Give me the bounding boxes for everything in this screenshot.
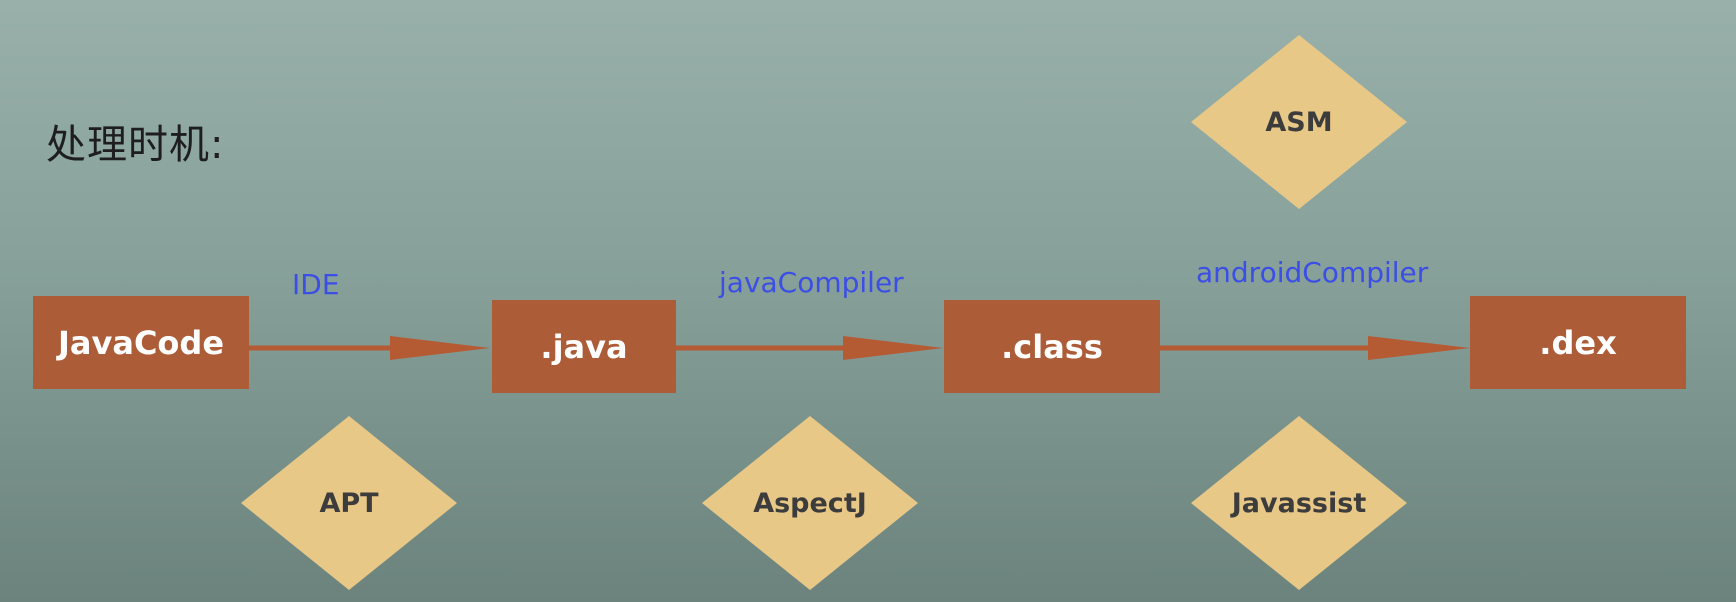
stage-dex-box: .dex [1470, 296, 1686, 389]
arrow-androidcompiler [1160, 336, 1470, 360]
edge-label-javacompiler: javaCompiler [719, 266, 904, 299]
tool-asm-label: ASM [1265, 106, 1333, 138]
stage-class-box: .class [944, 300, 1160, 393]
page-title: 处理时机: [46, 122, 225, 168]
stage-javacode-box: JavaCode [33, 296, 249, 389]
arrow-javacompiler [675, 336, 943, 360]
tool-javassist-diamond: Javassist [1189, 414, 1409, 592]
tool-aspectj-label: AspectJ [753, 487, 867, 519]
stage-class-label: .class [1001, 327, 1103, 366]
stage-dex-label: .dex [1539, 323, 1617, 362]
tool-asm-diamond: ASM [1189, 33, 1409, 211]
tool-apt-label: APT [319, 487, 379, 519]
stage-javacode-label: JavaCode [57, 323, 225, 362]
edge-label-ide: IDE [292, 268, 340, 301]
edge-label-androidcompiler: androidCompiler [1196, 256, 1429, 289]
stage-java-label: .java [540, 327, 628, 366]
stage-java-box: .java [492, 300, 676, 393]
arrow-ide [248, 336, 490, 360]
tool-javassist-label: Javassist [1231, 487, 1367, 519]
tool-apt-diamond: APT [239, 414, 459, 592]
tool-aspectj-diamond: AspectJ [700, 414, 920, 592]
